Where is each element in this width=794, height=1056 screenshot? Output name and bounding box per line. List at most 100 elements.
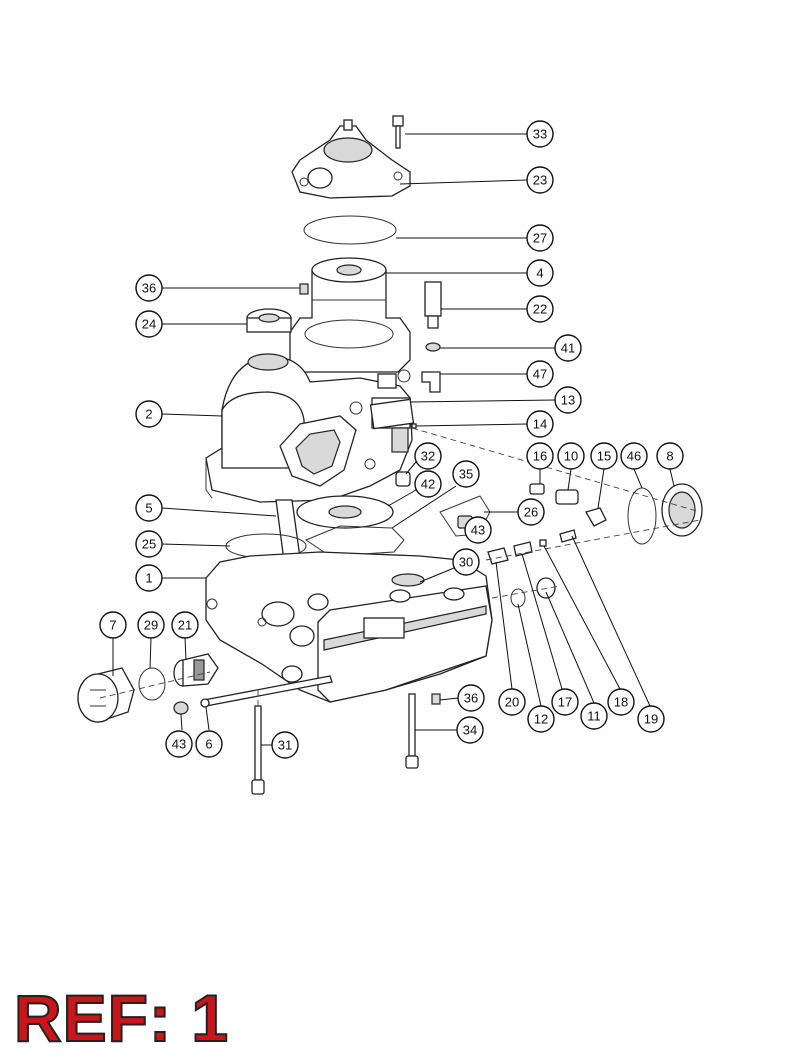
callout-43-upper: 43 [464, 516, 492, 544]
callout-35: 35 [452, 460, 480, 488]
callout-36-upper: 36 [135, 274, 163, 302]
screw-part [392, 115, 404, 149]
svg-text:32: 32 [421, 449, 435, 464]
drawing [77, 115, 703, 795]
leader-lines [112, 133, 675, 746]
svg-text:1: 1 [145, 571, 152, 586]
svg-text:29: 29 [144, 618, 158, 633]
callout-10: 10 [557, 442, 585, 470]
callout-27: 27 [526, 224, 554, 252]
svg-text:35: 35 [459, 467, 473, 482]
callout-41: 41 [554, 334, 582, 362]
svg-text:41: 41 [561, 341, 575, 356]
rod-end-part [200, 698, 210, 708]
callout-17: 17 [551, 688, 579, 716]
callout-46: 46 [620, 442, 648, 470]
svg-text:7: 7 [109, 618, 116, 633]
o-ring-large-part [303, 215, 397, 245]
svg-text:43: 43 [172, 737, 186, 752]
svg-text:25: 25 [142, 537, 156, 552]
long-bolt-part [251, 705, 265, 795]
svg-text:22: 22 [533, 302, 547, 317]
cylinder-housing-part [289, 257, 411, 373]
callout-23: 23 [526, 166, 554, 194]
callout-8: 8 [656, 442, 684, 470]
callout-5: 5 [135, 494, 163, 522]
callout-19: 19 [637, 705, 665, 733]
svg-text:34: 34 [463, 723, 477, 738]
callout-32: 32 [414, 442, 442, 470]
svg-text:15: 15 [597, 449, 611, 464]
callout-36-lower: 36 [457, 684, 485, 712]
callouts: 33 23 27 4 36 22 24 41 47 2 13 14 16 10 … [99, 120, 684, 759]
elbow-fitting-part [421, 371, 441, 393]
callout-34: 34 [456, 716, 484, 744]
svg-text:10: 10 [564, 449, 578, 464]
callout-6: 6 [195, 730, 223, 758]
callout-30: 30 [452, 548, 480, 576]
long-bolt-lower-part [405, 693, 419, 769]
svg-text:26: 26 [524, 505, 538, 520]
svg-text:46: 46 [627, 449, 641, 464]
svg-text:5: 5 [145, 501, 152, 516]
reference-label: REF: 1 [13, 980, 230, 1056]
callout-31: 31 [271, 731, 299, 759]
callout-11: 11 [580, 702, 608, 730]
callout-21: 21 [171, 611, 199, 639]
callout-26: 26 [517, 498, 545, 526]
svg-text:27: 27 [533, 231, 547, 246]
callout-4: 4 [526, 259, 554, 287]
svg-text:42: 42 [421, 477, 435, 492]
svg-text:6: 6 [205, 737, 212, 752]
svg-text:11: 11 [587, 709, 601, 724]
small-plug-lower-part [431, 693, 441, 705]
callout-12: 12 [527, 705, 555, 733]
callout-22: 22 [526, 295, 554, 323]
lower-housing-part [205, 551, 493, 703]
top-cover-part [291, 119, 411, 199]
pump-body-part [205, 353, 413, 503]
gasket-plate-part [296, 495, 405, 557]
callout-20: 20 [498, 688, 526, 716]
valve-cartridge-part [173, 653, 219, 687]
svg-text:36: 36 [464, 691, 478, 706]
callout-47: 47 [526, 360, 554, 388]
callout-15: 15 [590, 442, 618, 470]
small-plug-upper-part [299, 283, 309, 295]
small-nut-part [173, 701, 189, 715]
svg-text:13: 13 [561, 393, 575, 408]
svg-text:14: 14 [533, 417, 547, 432]
washer-part [425, 342, 441, 352]
callout-42: 42 [414, 470, 442, 498]
callout-13: 13 [554, 386, 582, 414]
svg-text:43: 43 [471, 523, 485, 538]
fittings-group [369, 373, 703, 608]
svg-text:21: 21 [178, 618, 192, 633]
end-cap-part [77, 667, 135, 723]
svg-text:4: 4 [536, 266, 543, 281]
svg-text:33: 33 [533, 127, 547, 142]
svg-text:12: 12 [534, 712, 548, 727]
svg-text:19: 19 [644, 712, 658, 727]
svg-text:30: 30 [459, 555, 473, 570]
svg-text:8: 8 [666, 449, 673, 464]
callout-43-lower: 43 [165, 730, 193, 758]
o-ring-small-part [138, 667, 166, 701]
svg-text:18: 18 [614, 695, 628, 710]
bolt-part [395, 471, 411, 487]
callout-14: 14 [526, 410, 554, 438]
callout-16: 16 [526, 442, 554, 470]
plug-part [246, 308, 292, 333]
svg-text:47: 47 [533, 367, 547, 382]
svg-text:23: 23 [533, 173, 547, 188]
svg-text:16: 16 [533, 449, 547, 464]
sensor-part [424, 281, 442, 329]
callout-18: 18 [607, 688, 635, 716]
callout-7: 7 [99, 611, 127, 639]
callout-24: 24 [135, 310, 163, 338]
callout-1: 1 [135, 564, 163, 592]
svg-text:2: 2 [145, 407, 152, 422]
callout-33: 33 [526, 120, 554, 148]
svg-text:24: 24 [142, 317, 156, 332]
